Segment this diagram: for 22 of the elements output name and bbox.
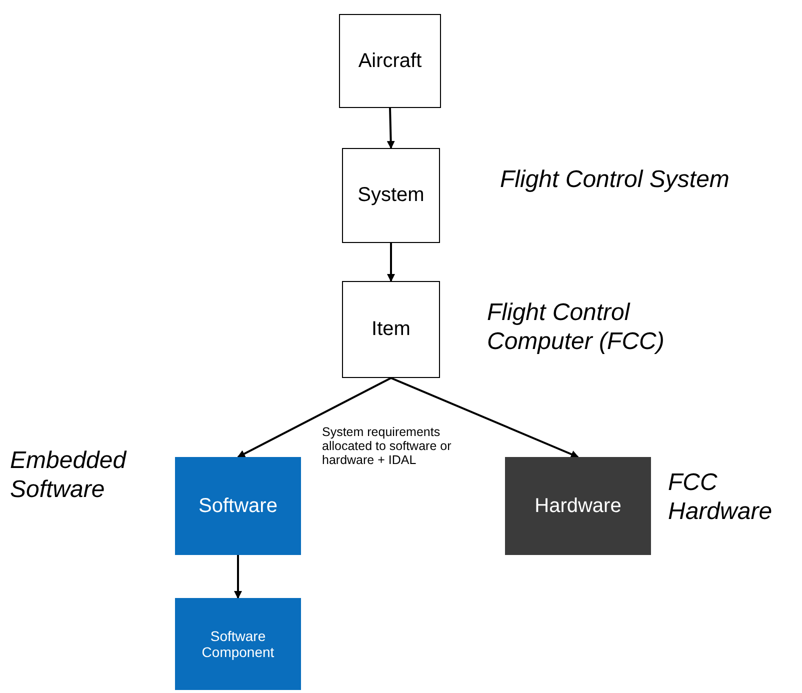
process-box	[342, 281, 440, 378]
box-label: Item	[372, 318, 410, 341]
process-box	[175, 598, 301, 690]
process-box	[175, 457, 301, 555]
arrow	[386, 108, 395, 149]
process-box	[505, 457, 651, 555]
box-label: System	[358, 184, 424, 207]
annotation-text: Flight Control Computer (FCC)	[487, 298, 666, 356]
arrow	[390, 377, 579, 458]
arrow	[234, 555, 242, 599]
annotation-text: Flight Control System	[500, 165, 730, 194]
process-box	[342, 148, 440, 243]
process-box	[339, 14, 441, 108]
box-label: Software Component	[200, 628, 276, 660]
annotation-text: Embedded Software	[10, 446, 128, 504]
box-label: Hardware	[534, 494, 622, 518]
note-text: System requirements allocated to software or hardware + IDAL	[322, 425, 452, 467]
box-label: Aircraft	[358, 50, 422, 72]
annotation-text: FCC Hardware	[668, 468, 774, 526]
arrow	[237, 377, 392, 458]
box-label: Software	[198, 494, 278, 518]
arrow	[387, 243, 395, 282]
